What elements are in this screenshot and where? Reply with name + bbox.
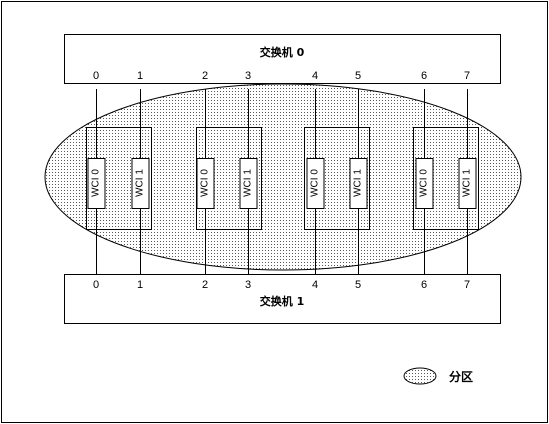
wci-box bbox=[239, 158, 258, 209]
switch-1-port-label: 7 bbox=[464, 279, 470, 291]
switch-0-port-label: 4 bbox=[312, 70, 318, 82]
wci-label: WCI 0 bbox=[419, 169, 430, 197]
switch-0-box bbox=[64, 34, 501, 84]
switch-1-port-label: 0 bbox=[93, 279, 99, 291]
switch-0-port-label: 5 bbox=[355, 70, 361, 82]
switch-1-port-label: 2 bbox=[202, 279, 208, 291]
wci-box bbox=[87, 158, 106, 209]
switch-1-port-label: 5 bbox=[355, 279, 361, 291]
board: WCI 0 WCI 1 bbox=[413, 89, 479, 274]
switch-0-label: 交换机 0 bbox=[260, 45, 305, 59]
boards: WCI 0 WCI 1 WCI 0 WCI 1 WCI 0 WCI 1 WCI 0 WCI 1 bbox=[86, 89, 479, 274]
switch-0: 交换机 0 bbox=[64, 34, 501, 84]
wci-label: WCI 0 bbox=[200, 169, 211, 197]
wci-box bbox=[415, 158, 434, 209]
switch-1-port-label: 3 bbox=[245, 279, 251, 291]
switch-1-port-label: 6 bbox=[421, 279, 427, 291]
legend: 分区 bbox=[403, 367, 473, 385]
switch-0-port-label: 6 bbox=[421, 70, 427, 82]
wci-label: WCI 1 bbox=[243, 169, 254, 197]
switch-1-label: 交换机 1 bbox=[260, 294, 304, 308]
legend-label: 分区 bbox=[449, 369, 473, 384]
switch-0-ports: 0 1 2 3 4 5 6 7 bbox=[93, 70, 470, 82]
wci-label: WCI 1 bbox=[353, 169, 364, 197]
switch-0-port-label: 1 bbox=[137, 70, 143, 82]
partition-region bbox=[44, 83, 522, 271]
switch-0-port-label: 2 bbox=[202, 70, 208, 82]
wci-label: WCI 1 bbox=[135, 169, 146, 197]
board-outline bbox=[86, 127, 152, 230]
board-outline bbox=[304, 127, 370, 230]
wci-box bbox=[196, 158, 215, 209]
legend-partition-swatch bbox=[403, 367, 437, 385]
wci-label: WCI 0 bbox=[310, 169, 321, 197]
switch-1-port-label: 4 bbox=[312, 279, 318, 291]
wci-label: WCI 1 bbox=[462, 169, 473, 197]
switch-1-box bbox=[64, 274, 501, 324]
switch-1-port-label: 1 bbox=[137, 279, 143, 291]
switch-0-port-label: 3 bbox=[245, 70, 251, 82]
board: WCI 0 WCI 1 bbox=[304, 89, 370, 274]
board: WCI 0 WCI 1 bbox=[196, 89, 262, 274]
wci-label: WCI 0 bbox=[91, 169, 102, 197]
switch-1-ports: 0 1 2 3 4 5 6 7 bbox=[93, 279, 470, 291]
switch-0-port-label: 0 bbox=[93, 70, 99, 82]
switch-1: 交换机 1 bbox=[64, 274, 501, 324]
switch-0-port-label: 7 bbox=[464, 70, 470, 82]
wci-box bbox=[131, 158, 150, 209]
wci-box bbox=[349, 158, 368, 209]
board-outline bbox=[413, 127, 479, 230]
wci-box bbox=[458, 158, 477, 209]
wci-box bbox=[306, 158, 325, 209]
board: WCI 0 WCI 1 bbox=[86, 89, 152, 274]
